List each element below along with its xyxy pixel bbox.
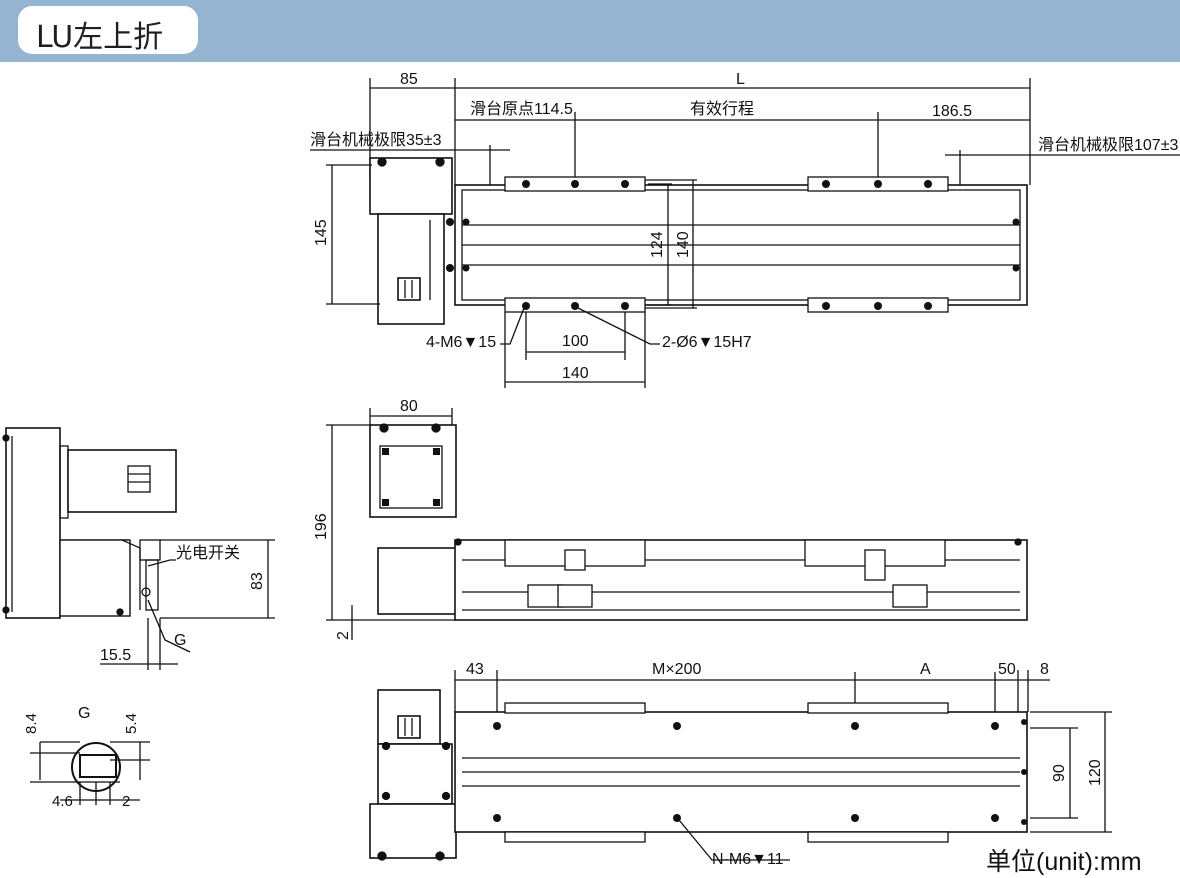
dim-80: 80	[400, 398, 418, 415]
dim-L: L	[736, 71, 745, 88]
pin-holes-label: 2-Ø6▼15H7	[662, 334, 752, 351]
top-view	[310, 78, 1180, 388]
photo-switch-label: 光电开关	[176, 544, 240, 562]
mech-limit-left-label: 滑台机械极限35±3	[310, 131, 442, 149]
unit-label: 单位(unit):mm	[986, 848, 1142, 876]
bottom-holes-label: N-M6▼11	[712, 851, 784, 868]
top-view-labels: 85 L 滑台原点114.5 有效行程 186.5 滑台机械极限35±3 滑台机…	[310, 71, 1178, 382]
dim-145: 145	[313, 219, 330, 246]
dim-124: 124	[649, 231, 666, 258]
side-view	[2, 427, 275, 670]
detail-g	[30, 741, 150, 805]
dim-140-horizontal: 140	[562, 365, 589, 382]
dim-186-5: 186.5	[932, 103, 972, 120]
dim-8: 8	[1040, 661, 1049, 678]
dim-140-vertical: 140	[675, 231, 692, 258]
dim-50: 50	[998, 661, 1016, 678]
dim-83: 83	[249, 572, 266, 590]
dim-120: 120	[1087, 759, 1104, 786]
dim-90: 90	[1051, 764, 1068, 782]
mech-limit-right-label: 滑台机械极限107±3	[1038, 136, 1178, 154]
dim-100: 100	[562, 333, 589, 350]
dim-5-4: 5.4	[123, 713, 140, 734]
side-view-labels: 光电开关 83 G 15.5	[100, 544, 266, 664]
page-title: LU左上折	[36, 20, 164, 55]
bottom-view-labels: 43 M×200 A 50 8 90 120 N-M6▼11	[466, 661, 1104, 868]
title-tab: LU左上折	[18, 6, 198, 55]
dim-43: 43	[466, 661, 484, 678]
slide-origin-label: 滑台原点114.5	[470, 100, 573, 118]
dim-196: 196	[313, 513, 330, 540]
dim-8-4: 8.4	[23, 713, 40, 734]
dim-4-6: 4.6	[52, 793, 73, 810]
dim-2-detail: 2	[122, 793, 130, 810]
label-G: G	[174, 632, 186, 649]
dim-mx200: M×200	[652, 661, 701, 678]
bottom-view	[369, 670, 1112, 861]
detail-g-labels: G 8.4 5.4 4.6 2	[23, 705, 140, 810]
tap-holes-label: 4-M6▼15	[426, 334, 496, 351]
front-view	[326, 408, 1028, 640]
detail-g-title: G	[78, 705, 90, 722]
dim-85: 85	[400, 71, 418, 88]
dim-2-front: 2	[335, 631, 352, 640]
effective-stroke-label: 有效行程	[690, 100, 754, 118]
dim-15-5: 15.5	[100, 647, 131, 664]
front-view-labels: 80 196 2	[313, 398, 418, 640]
dim-A: A	[920, 661, 931, 678]
